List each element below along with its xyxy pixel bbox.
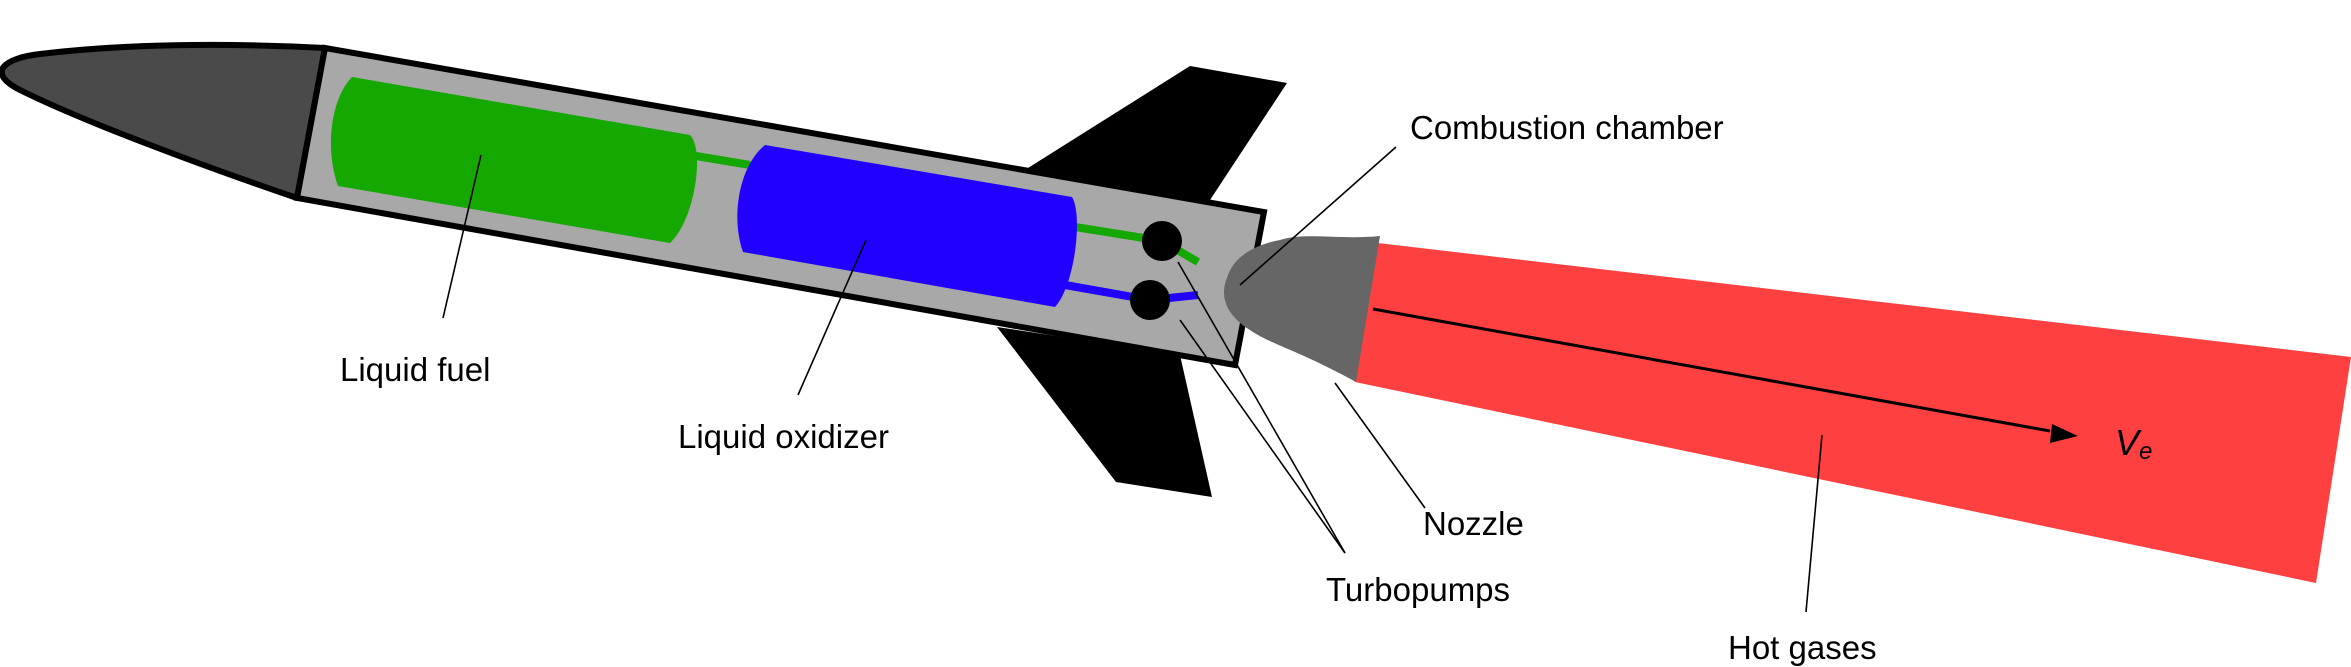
liquid-fuel-label: Liquid fuel [340,351,491,388]
velocity-subscript: e [2139,438,2153,465]
velocity-symbol: V [2115,422,2140,463]
fuel-tank [330,77,698,243]
liquid-oxidizer-leader [797,239,867,396]
nozzle-leader [1334,382,1426,509]
oxidizer-tank [737,145,1077,307]
nose-cone [0,41,328,201]
liquid-fuel-leader [442,154,482,319]
exhaust-velocity-label: Ve [2115,422,2152,464]
turbopump-leader-2 [1179,319,1346,554]
hot-gases-label: Hot gases [1728,629,1877,666]
fuel-feed-line [689,151,751,169]
hot-gases-plume [1355,243,2351,583]
oxidizer-turbopump [1130,280,1170,320]
nozzle-label: Nozzle [1423,505,1524,542]
leader-lines [442,146,1823,613]
velocity-arrow-head [2050,424,2078,443]
lower-fin [997,327,1212,497]
combustion-chamber-label: Combustion chamber [1410,109,1724,146]
velocity-arrow-shaft [1372,307,2051,433]
upper-fin [1028,66,1287,200]
hot-gases-leader [1805,434,1823,613]
turbopump-leader-1 [1177,261,1346,554]
combustion-chamber-nozzle [1224,236,1380,382]
turbopumps-label: Turbopumps [1326,571,1511,608]
combustion-chamber-leader [1239,146,1397,286]
fuel-turbopump [1142,221,1182,261]
liquid-oxidizer-label: Liquid oxidizer [678,418,889,455]
